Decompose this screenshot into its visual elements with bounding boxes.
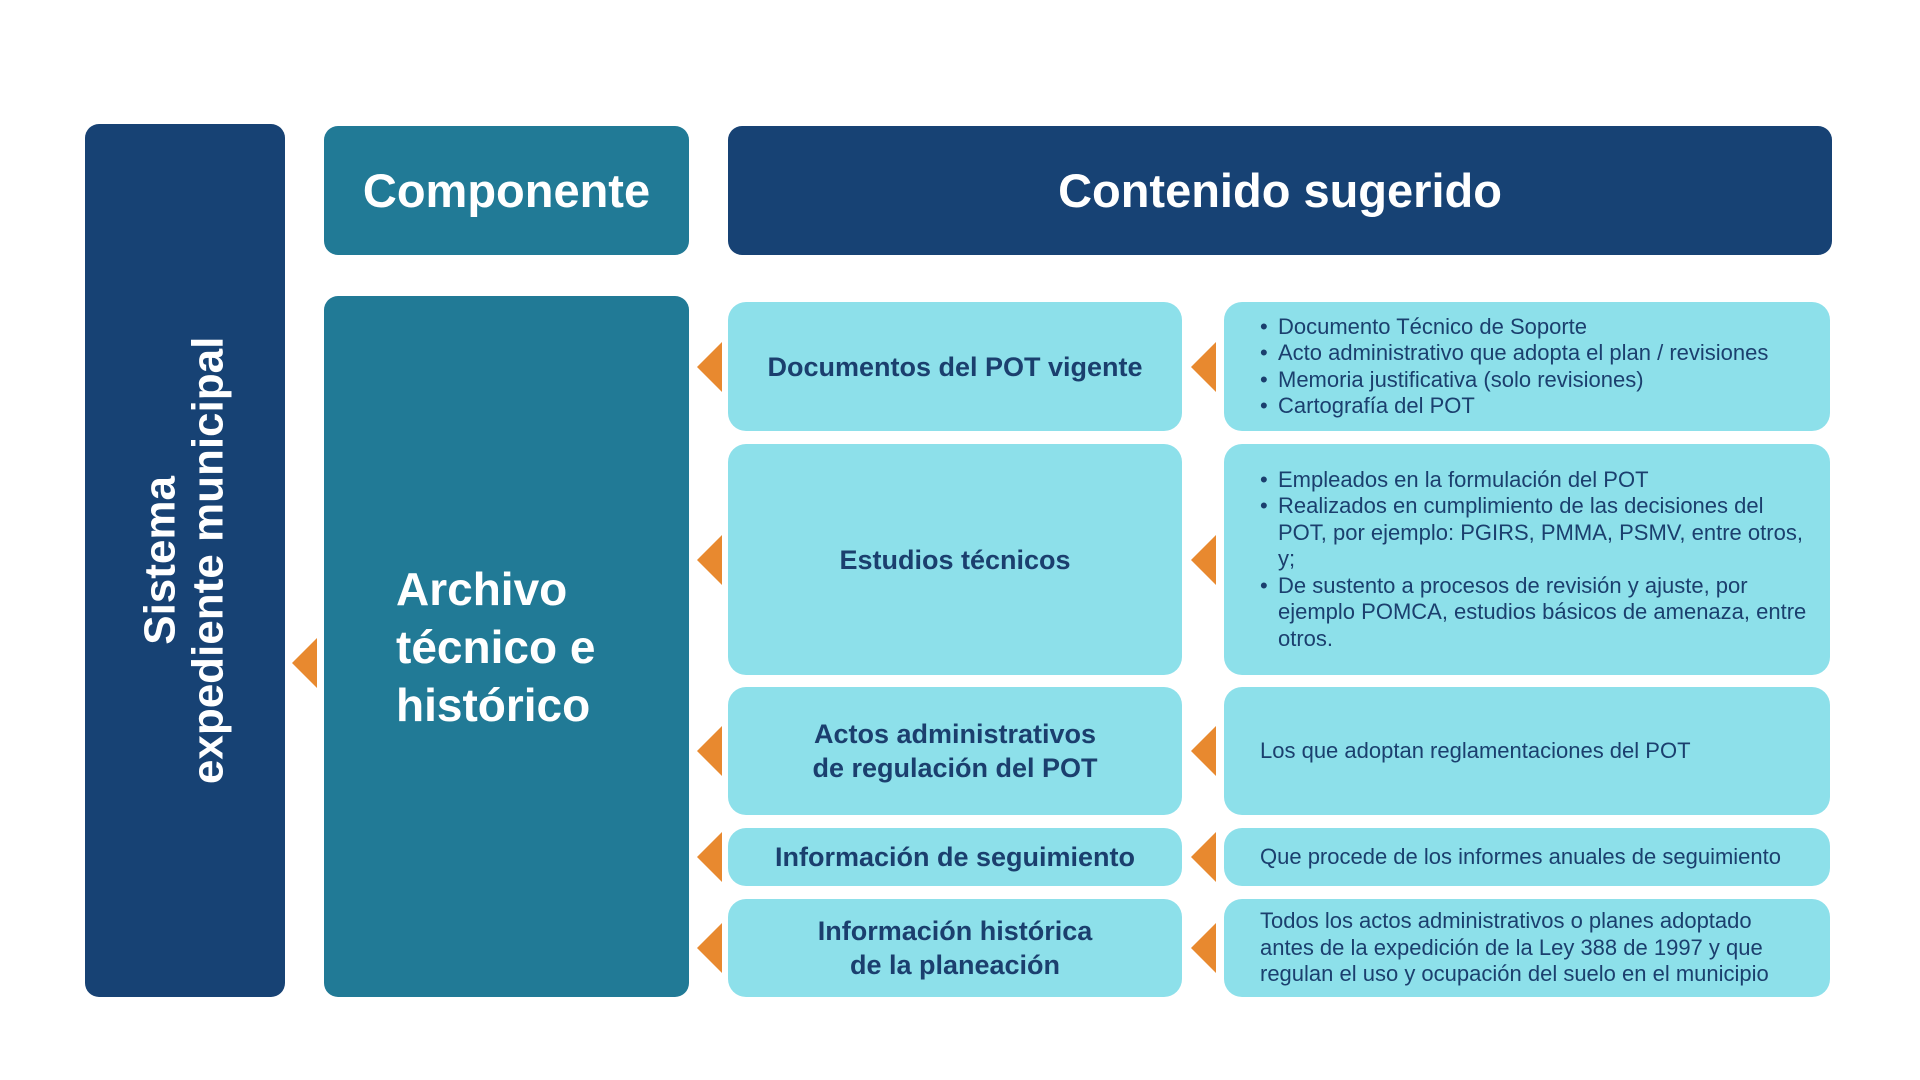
content-text: Que procede de los informes anuales de s… [1260, 843, 1781, 869]
list-item: Empleados en la formulación del POT [1260, 467, 1810, 494]
row-title-box: Estudios técnicos [728, 444, 1182, 675]
list-item: Realizados en cumplimiento de las decisi… [1260, 493, 1810, 573]
row-title: de regulación del POT [812, 753, 1098, 783]
row-title: Información histórica [817, 916, 1093, 946]
content-list: Documento Técnico de SoporteActo adminis… [1260, 314, 1768, 420]
list-item: Acto administrativo que adopta el plan /… [1260, 340, 1768, 367]
arrow-icon [697, 923, 722, 973]
list-item: Memoria justificativa (solo revisiones) [1260, 367, 1768, 394]
row-title-box: Documentos del POT vigente [728, 302, 1182, 431]
row-title-box: Información de seguimiento [728, 828, 1182, 886]
content-list: Empleados en la formulación del POTReali… [1260, 467, 1810, 653]
row-title: Estudios técnicos [839, 544, 1071, 575]
arrow-icon [292, 638, 317, 688]
row-content-box: Que procede de los informes anuales de s… [1224, 828, 1830, 886]
header-component: Componente [324, 126, 689, 255]
row-content-box: Los que adoptan reglamentaciones del POT [1224, 687, 1830, 815]
row-title: Actos administrativos [813, 719, 1097, 749]
arrow-icon [1191, 832, 1216, 882]
arrow-icon [1191, 341, 1216, 392]
arrow-icon [1191, 923, 1216, 973]
row-title: de la planeación [849, 950, 1061, 980]
arrow-icon [697, 726, 722, 776]
row-title-box: Información histórica de la planeación [728, 899, 1182, 997]
arrow-icon [697, 832, 722, 882]
row-title-box: Actos administrativos de regulación del P… [728, 687, 1182, 815]
arrow-icon [697, 341, 722, 392]
arrow-icon [1191, 534, 1216, 585]
row-content-box: Todos los actos administrativos o planes… [1224, 899, 1830, 997]
header-content: Contenido sugerido [728, 126, 1832, 255]
arrow-icon [697, 534, 722, 585]
list-item: De sustento a procesos de revisión y aju… [1260, 573, 1810, 653]
row-title: Información de seguimiento [774, 842, 1136, 872]
row-content-box: Empleados en la formulación del POTReali… [1224, 444, 1830, 675]
content-text: Todos los actos administrativos o planes… [1260, 908, 1769, 987]
row-content-box: Documento Técnico de SoporteActo adminis… [1224, 302, 1830, 431]
list-item: Documento Técnico de Soporte [1260, 314, 1768, 341]
row-title: Documentos del POT vigente [767, 351, 1143, 382]
content-text: Los que adoptan reglamentaciones del POT [1260, 737, 1691, 763]
list-item: Cartografía del POT [1260, 393, 1768, 420]
arrow-icon [1191, 726, 1216, 776]
